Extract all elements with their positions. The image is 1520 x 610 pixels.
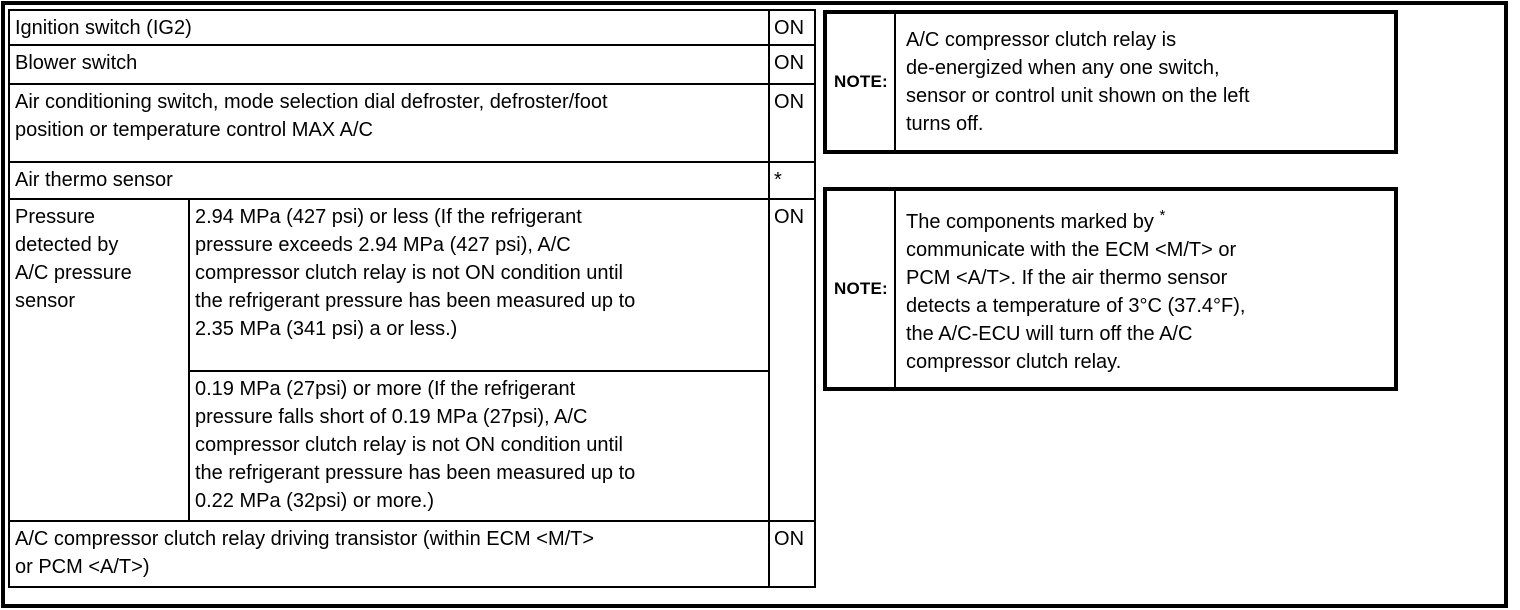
pressure-condition-lower-limit: 0.19 MPa (27psi) or more (If the refrige… (187, 370, 771, 522)
table-row: Pressure detected by A/C pressure sensor… (8, 198, 817, 522)
condition-state: ON (768, 520, 817, 588)
condition-state-asterisk: * (768, 161, 817, 200)
note-label: NOTE: (827, 191, 896, 387)
pressure-condition-upper-limit: 2.94 MPa (427 psi) or less (If the refri… (187, 198, 771, 372)
table-row: 0.19 MPa (27psi) or more (If the refrige… (9, 370, 815, 522)
table-row: Blower switch ON (7, 44, 817, 85)
table-row: Air thermo sensor * (7, 161, 817, 200)
condition-state: ON (768, 9, 817, 46)
condition-label-air-thermo-sensor: Air thermo sensor (7, 161, 771, 200)
note-remaining-lines: communicate with the ECM <M/T> or PCM <A… (906, 239, 1246, 373)
note-line-with-superscript: The components marked by * (906, 202, 1386, 236)
note-text: The components marked by * communicate w… (896, 191, 1394, 387)
note-box-relay-deenergized: NOTE: A/C compressor clutch relay is de-… (823, 10, 1398, 154)
table-row: A/C compressor clutch relay driving tran… (7, 520, 817, 588)
condition-label-blower-switch: Blower switch (7, 44, 771, 85)
condition-label-driving-transistor: A/C compressor clutch relay driving tran… (7, 520, 771, 588)
condition-state: ON (768, 83, 817, 163)
condition-label-ac-switch: Air conditioning switch, mode selection … (7, 83, 771, 163)
condition-label-pressure-sensor: Pressure detected by A/C pressure sensor (8, 198, 190, 522)
condition-state: ON (768, 44, 817, 85)
table-row: Ignition switch (IG2) ON (7, 9, 817, 46)
table-row: Air conditioning switch, mode selection … (7, 83, 817, 163)
relay-conditions-table: Ignition switch (IG2) ON Blower switch O… (7, 9, 817, 588)
note-label: NOTE: (827, 14, 896, 150)
condition-state: ON (768, 198, 817, 522)
note-line-text: The components marked by (906, 211, 1160, 233)
note-box-asterisk-components: NOTE: The components marked by * communi… (823, 187, 1398, 391)
condition-label-ignition-switch: Ignition switch (IG2) (7, 9, 771, 46)
asterisk-superscript: * (1159, 207, 1166, 224)
note-text: A/C compressor clutch relay is de-energi… (906, 29, 1250, 135)
